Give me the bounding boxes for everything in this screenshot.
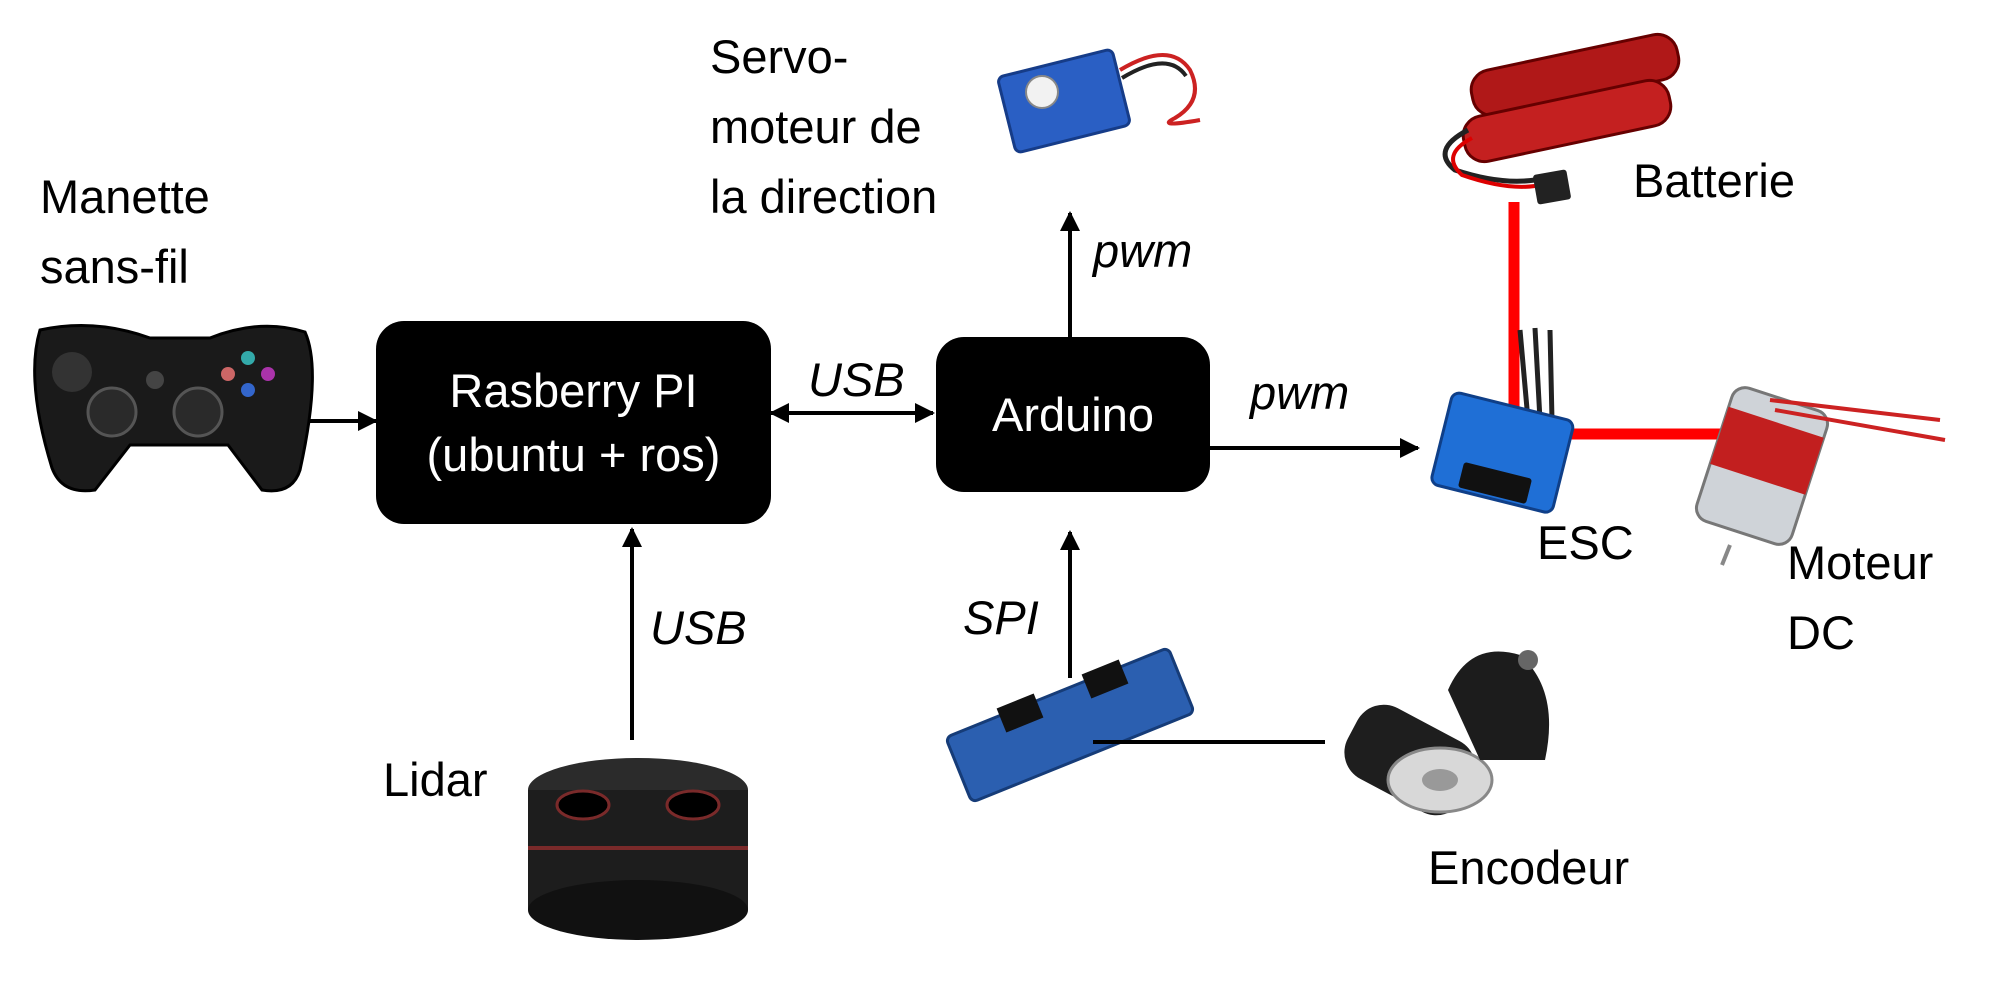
- usb-rpi-arduino-label: USB: [808, 353, 905, 406]
- lidar-label: Lidar: [383, 753, 488, 806]
- moteur-label: Moteur DC: [1787, 536, 1934, 659]
- encoder-icon: [1344, 650, 1550, 816]
- raspberry-pi-node: Rasberry PI (ubuntu + ros): [376, 321, 771, 524]
- esc-icon: [1430, 327, 1575, 514]
- esc-label: ESC: [1537, 516, 1634, 569]
- servo-icon: [997, 48, 1201, 154]
- servo-label: Servo- moteur de la direction: [710, 30, 938, 223]
- gamepad-icon: [33, 324, 314, 493]
- manette-label: Manette sans-fil: [40, 170, 210, 293]
- raspberry-pi-subtitle: (ubuntu + ros): [426, 427, 721, 481]
- connectors: [308, 211, 1420, 744]
- batterie-label: Batterie: [1633, 154, 1795, 207]
- battery-icon: [1442, 32, 1681, 205]
- arduino-title: Arduino: [992, 387, 1154, 441]
- arduino-node: Arduino: [936, 337, 1210, 492]
- pwm-esc-label: pwm: [1250, 366, 1350, 419]
- dc-motor-icon: [1694, 386, 1946, 566]
- encodeur-label: Encodeur: [1428, 841, 1630, 894]
- lidar-icon: [528, 758, 748, 940]
- spi-board-icon: [945, 647, 1195, 803]
- raspberry-pi-title: Rasberry PI: [449, 363, 698, 417]
- usb-lidar-label: USB: [650, 601, 747, 654]
- pwm-servo-label: pwm: [1093, 224, 1193, 277]
- spi-label: SPI: [963, 591, 1039, 644]
